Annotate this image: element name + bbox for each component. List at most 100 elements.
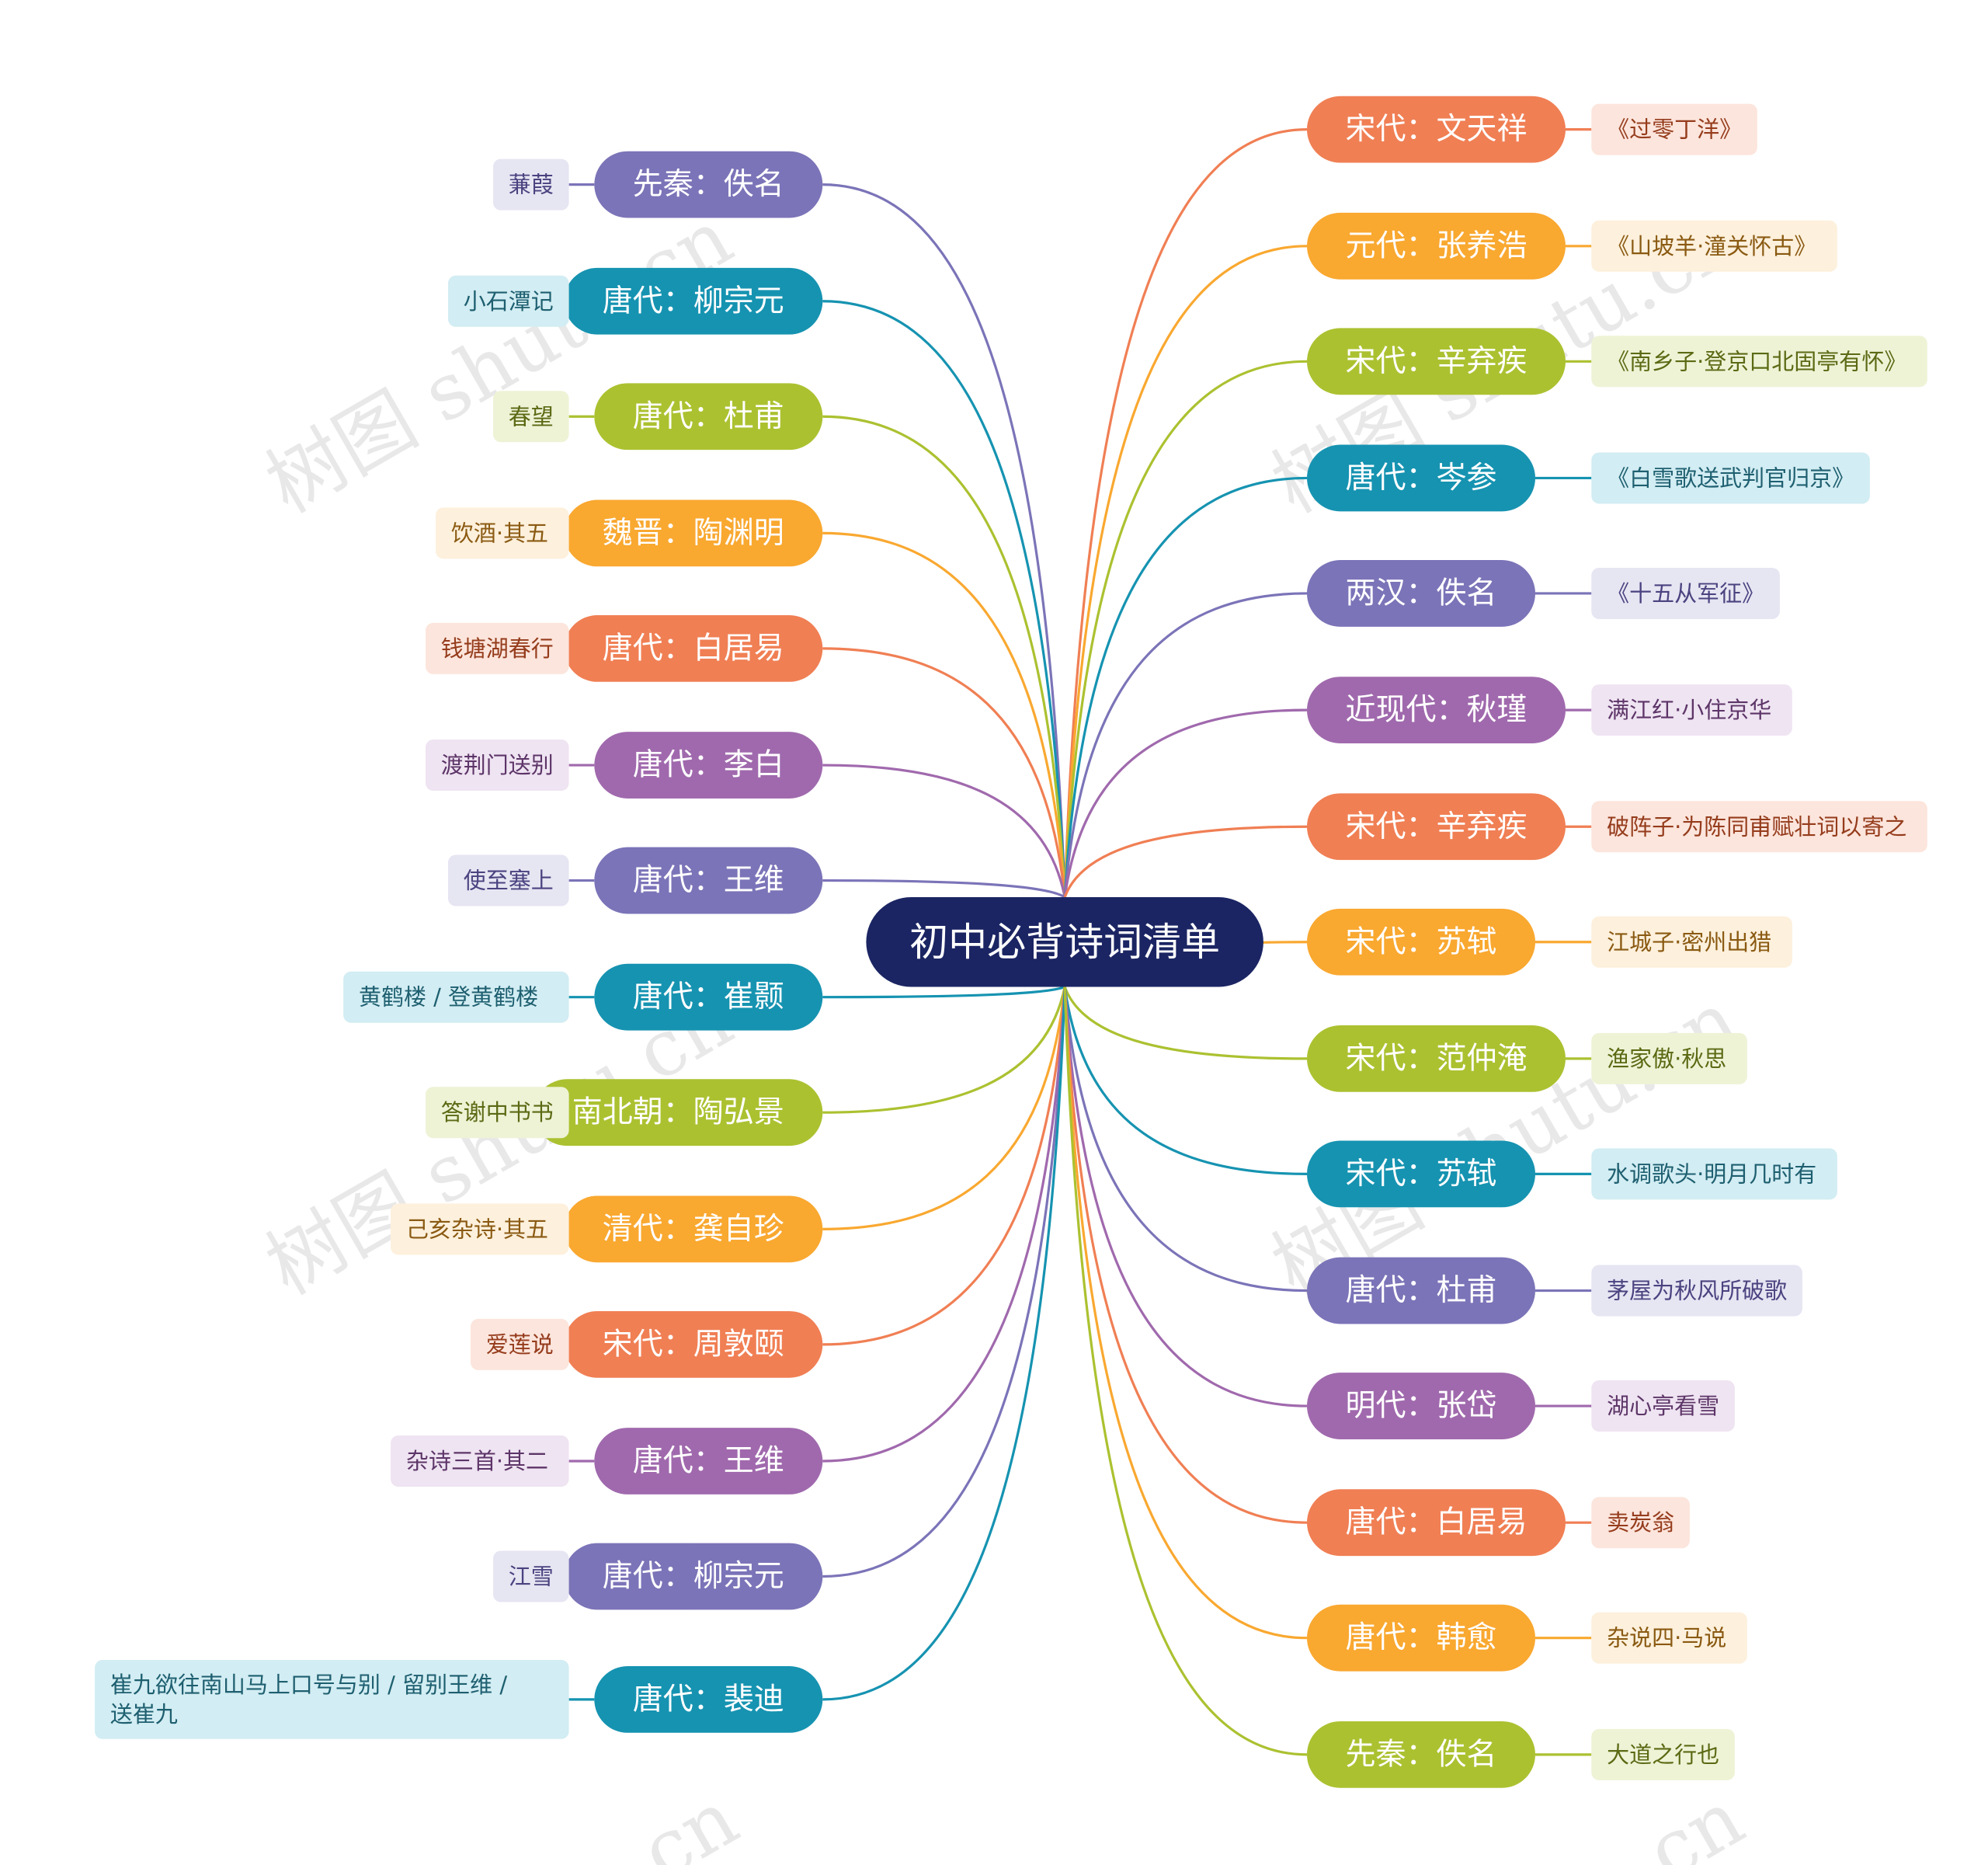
leaf-node[interactable]: 崔九欲往南山马上口号与别 / 留别王维 / 送崔九 <box>95 1660 569 1739</box>
leaf-node-box[interactable] <box>1591 1497 1690 1549</box>
branch-right-2[interactable]: 宋代：辛弃疾《南乡子·登京口北固亭有怀》 <box>1307 328 1927 395</box>
leaf-node[interactable]: 《过零丁洋》 <box>1591 103 1757 155</box>
leaf-node[interactable]: 满江红·小住京华 <box>1591 684 1792 736</box>
branch-right-6[interactable]: 宋代：辛弃疾破阵子·为陈同甫赋壮词以寄之 <box>1307 793 1927 861</box>
branch-right-12[interactable]: 唐代：白居易卖炭翁 <box>1307 1489 1690 1557</box>
leaf-node-box[interactable] <box>1591 1032 1747 1084</box>
branch-right-3[interactable]: 唐代：岑参《白雪歌送武判官归京》 <box>1307 444 1870 512</box>
branch-node-box[interactable] <box>1307 793 1566 861</box>
leaf-node[interactable]: 渔家傲·秋思 <box>1591 1032 1747 1084</box>
leaf-node-box[interactable] <box>1591 1380 1735 1432</box>
leaf-node[interactable]: 江城子·密州出猎 <box>1591 916 1792 968</box>
leaf-node-box[interactable] <box>95 1660 569 1739</box>
leaf-node-box[interactable] <box>448 275 569 327</box>
branch-right-4[interactable]: 两汉：佚名《十五从军征》 <box>1307 560 1780 627</box>
leaf-node-box[interactable] <box>1591 916 1792 968</box>
branch-node-box[interactable] <box>1307 677 1566 743</box>
root-node-box[interactable] <box>866 897 1263 987</box>
leaf-node[interactable]: 黄鹤楼 / 登黄鹤楼 <box>343 971 569 1023</box>
leaf-node[interactable]: 大道之行也 <box>1591 1728 1735 1780</box>
branch-node-box[interactable] <box>594 732 823 799</box>
leaf-node-box[interactable] <box>436 507 569 559</box>
leaf-node[interactable]: 卖炭翁 <box>1591 1497 1690 1549</box>
leaf-node[interactable]: 《十五从军征》 <box>1591 567 1780 619</box>
branch-node-box[interactable] <box>594 1428 823 1494</box>
branch-right-13[interactable]: 唐代：韩愈杂说四·马说 <box>1307 1604 1747 1672</box>
leaf-node[interactable]: 湖心亭看雪 <box>1591 1380 1735 1432</box>
leaf-node-box[interactable] <box>471 1318 569 1370</box>
leaf-node[interactable]: 饮酒·其五 <box>436 507 569 559</box>
leaf-node-box[interactable] <box>1591 1148 1837 1200</box>
leaf-node-box[interactable] <box>426 739 569 792</box>
branch-node-box[interactable] <box>564 615 823 682</box>
leaf-node[interactable]: 钱塘湖春行 <box>426 622 569 674</box>
leaf-node-box[interactable] <box>391 1203 569 1255</box>
leaf-node[interactable]: 茅屋为秋风所破歌 <box>1591 1265 1802 1317</box>
leaf-node-box[interactable] <box>426 1087 569 1139</box>
branch-node-box[interactable] <box>1307 1604 1535 1672</box>
leaf-node[interactable]: 《白雪歌送武判官归京》 <box>1591 452 1870 504</box>
leaf-node[interactable]: 水调歌头·明月几时有 <box>1591 1148 1837 1200</box>
branch-node-box[interactable] <box>1307 1721 1535 1788</box>
leaf-node-box[interactable] <box>1591 103 1757 155</box>
branch-right-5[interactable]: 近现代：秋瑾满江红·小住京华 <box>1307 677 1792 743</box>
branch-node-box[interactable] <box>1307 1257 1535 1324</box>
branch-right-11[interactable]: 明代：张岱湖心亭看雪 <box>1307 1373 1735 1439</box>
branch-right-14[interactable]: 先秦：佚名大道之行也 <box>1307 1721 1735 1788</box>
branch-node-box[interactable] <box>594 963 823 1031</box>
root-node[interactable]: 初中必背诗词清单 <box>866 897 1263 987</box>
leaf-node[interactable]: 江雪 <box>493 1550 569 1602</box>
leaf-node[interactable]: 《南乡子·登京口北固亭有怀》 <box>1591 336 1927 388</box>
leaf-node[interactable]: 己亥杂诗·其五 <box>391 1203 569 1255</box>
branch-node-box[interactable] <box>564 1195 823 1263</box>
branch-node-box[interactable] <box>594 383 823 451</box>
branch-node-box[interactable] <box>533 1079 823 1146</box>
branch-node-box[interactable] <box>1307 212 1566 280</box>
leaf-node-box[interactable] <box>1591 684 1792 736</box>
branch-node-box[interactable] <box>564 499 823 567</box>
leaf-node-box[interactable] <box>448 854 569 906</box>
branch-node-box[interactable] <box>564 1543 823 1610</box>
leaf-node[interactable]: 蒹葭 <box>493 158 569 211</box>
leaf-node-box[interactable] <box>391 1435 569 1487</box>
branch-right-8[interactable]: 宋代：范仲淹渔家傲·秋思 <box>1307 1025 1747 1092</box>
leaf-node-box[interactable] <box>493 391 569 443</box>
leaf-node[interactable]: 渡荆门送别 <box>426 739 569 792</box>
branch-right-0[interactable]: 宋代：文天祥《过零丁洋》 <box>1307 96 1757 163</box>
branch-node-box[interactable] <box>1307 96 1566 163</box>
leaf-node-box[interactable] <box>1591 1265 1802 1317</box>
branch-node-box[interactable] <box>1307 1373 1535 1439</box>
branch-right-9[interactable]: 宋代：苏轼水调歌头·明月几时有 <box>1307 1140 1837 1208</box>
leaf-node[interactable]: 答谢中书书 <box>426 1087 569 1139</box>
branch-node-box[interactable] <box>594 847 823 914</box>
leaf-node-box[interactable] <box>1591 1612 1747 1664</box>
branch-node-box[interactable] <box>1307 908 1535 976</box>
leaf-node-box[interactable] <box>1591 1728 1735 1780</box>
branch-node-box[interactable] <box>594 151 823 218</box>
leaf-node[interactable]: 使至塞上 <box>448 854 569 906</box>
leaf-node[interactable]: 爱莲说 <box>471 1318 569 1370</box>
branch-node-box[interactable] <box>1307 1489 1566 1557</box>
branch-node-box[interactable] <box>1307 328 1566 395</box>
branch-node-box[interactable] <box>1307 444 1535 512</box>
branch-node-box[interactable] <box>564 1310 823 1378</box>
leaf-node-box[interactable] <box>1591 220 1837 272</box>
leaf-node[interactable]: 杂说四·马说 <box>1591 1612 1747 1664</box>
leaf-node-box[interactable] <box>1591 336 1927 388</box>
leaf-node-box[interactable] <box>493 1550 569 1602</box>
leaf-node-box[interactable] <box>343 971 569 1023</box>
leaf-node[interactable]: 小石潭记 <box>448 275 569 327</box>
